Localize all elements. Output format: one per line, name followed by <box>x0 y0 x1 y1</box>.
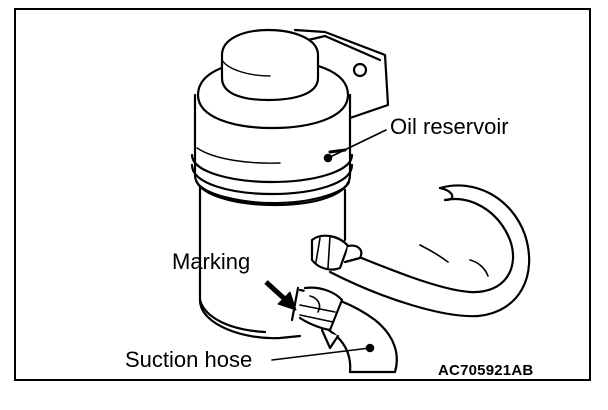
leader-lines <box>271 129 387 361</box>
suction-hose-label: Suction hose <box>125 347 253 372</box>
suction-hose <box>290 286 398 374</box>
figure-id: AC705921AB <box>438 362 534 379</box>
return-hose-clamp <box>310 234 363 271</box>
marking-label: Marking <box>172 249 251 274</box>
reservoir-cap <box>196 28 350 130</box>
reservoir-body <box>198 183 347 340</box>
figure-frame <box>14 8 591 381</box>
return-hose <box>328 184 531 318</box>
oil-reservoir-label: Oil reservoir <box>390 114 509 139</box>
suction-hose-leader <box>271 347 371 361</box>
oil-reservoir-leader <box>327 129 387 159</box>
marking-arrow <box>264 280 297 311</box>
